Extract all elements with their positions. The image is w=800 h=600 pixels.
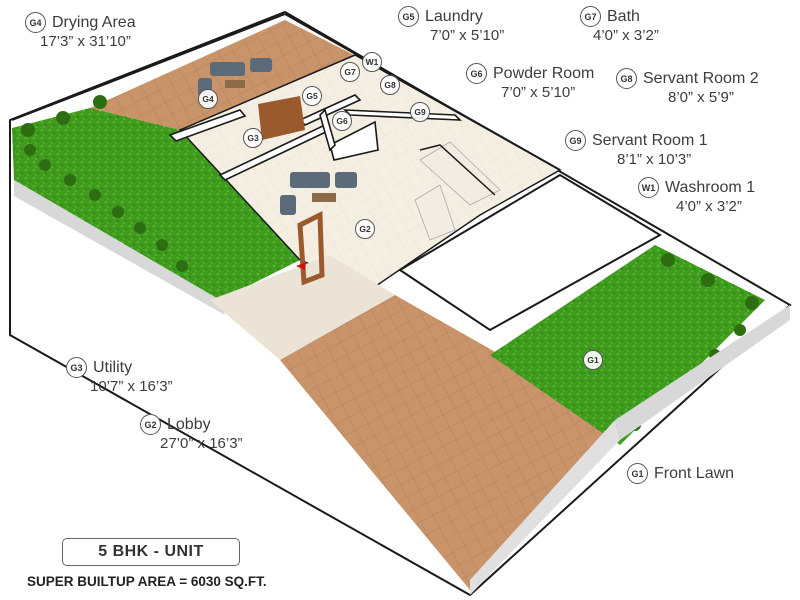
- drying-area-floor: [90, 20, 360, 165]
- map-marker-w1: W1: [362, 52, 382, 72]
- door-frame: [297, 211, 325, 286]
- super-builtup-area: SUPER BUILTUP AREA = 6030 SQ.FT.: [27, 574, 267, 589]
- lobby-sofa: [280, 172, 357, 215]
- unit-type-box: 5 BHK - UNIT: [62, 538, 240, 566]
- map-marker-g1: G1: [583, 350, 603, 370]
- entry-path: [210, 255, 395, 360]
- badge-g1: G1: [627, 463, 648, 484]
- left-lawn: [12, 108, 300, 300]
- badge-w1: W1: [638, 177, 659, 198]
- map-marker-g8: G8: [380, 75, 400, 95]
- door-arrow: [296, 262, 306, 270]
- badge-g7: G7: [580, 6, 601, 27]
- map-marker-g3: G3: [243, 128, 263, 148]
- right-lawn: [490, 245, 765, 445]
- map-marker-g2: G2: [355, 219, 375, 239]
- map-marker-g5: G5: [302, 86, 322, 106]
- badge-g9: G9: [565, 130, 586, 151]
- map-marker-g7: G7: [340, 62, 360, 82]
- badge-g2: G2: [140, 414, 161, 435]
- badge-g4: G4: [25, 12, 46, 33]
- map-marker-g6: G6: [332, 111, 352, 131]
- badge-g6: G6: [466, 63, 487, 84]
- map-marker-g9: G9: [410, 102, 430, 122]
- badge-g8: G8: [616, 68, 637, 89]
- badge-g5: G5: [398, 6, 419, 27]
- utility-cabinet: [258, 96, 305, 140]
- map-marker-g4: G4: [198, 89, 218, 109]
- left-lawn-edge: [14, 180, 225, 315]
- staircase: [414, 141, 501, 241]
- porch-block: [398, 173, 662, 332]
- badge-g3: G3: [66, 357, 87, 378]
